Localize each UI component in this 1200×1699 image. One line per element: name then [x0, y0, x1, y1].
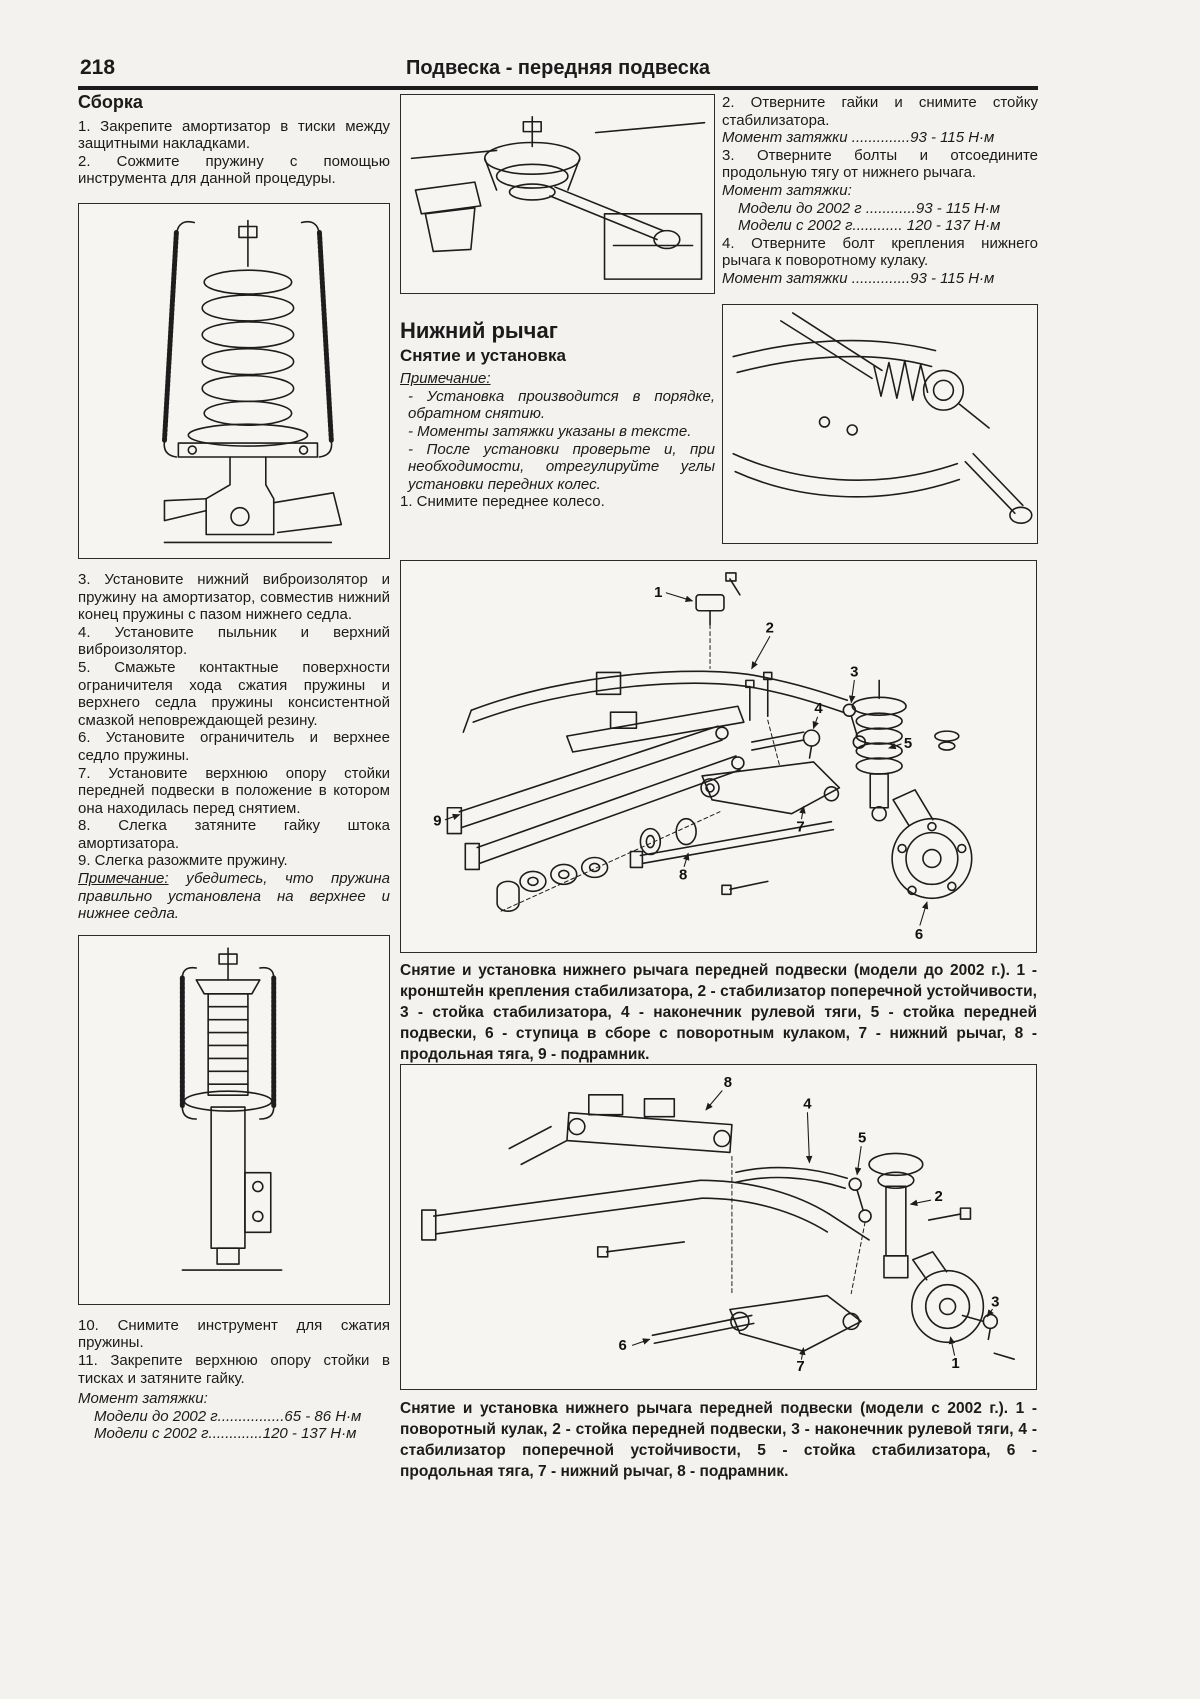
lower-arm-note-2: - Моменты затяжки указаны в тексте. — [408, 422, 692, 440]
middle-column: Нижний рычаг Снятие и установка Примечан… — [400, 94, 715, 511]
figure-shock-absorber — [78, 934, 390, 1305]
assembly-step-5: 5. Смажьте контактные поверхности ограни… — [78, 658, 390, 729]
figure-label: 1 — [951, 1356, 959, 1372]
right-column: 2. Отверните гайки и снимите стойку стаб… — [722, 94, 1038, 544]
assembly-heading: Сборка — [78, 92, 143, 112]
figure-label: 5 — [858, 1131, 866, 1147]
lower-arm-step-3: 3. Отверните болты и отсоедините продоль… — [722, 146, 1038, 182]
lower-arm-note-label: Примечание: — [400, 370, 491, 388]
assembly-step-11: 11. Закрепите верхнюю опору стойки в тис… — [78, 1352, 390, 1387]
assembly-step-4: 4. Установите пыльник и верхний виброизо… — [78, 623, 390, 659]
figure-label: 4 — [814, 700, 823, 717]
figure-label: 8 — [724, 1075, 732, 1091]
page-number: 218 — [80, 56, 116, 79]
lower-arm-note-3: - После установки проверьте и, при необх… — [408, 440, 715, 493]
lower-arm-torque-2: Момент затяжки ..............93 - 115 Н·… — [722, 129, 995, 147]
exploded-diagram-post2002: 1 2 3 4 5 6 7 8 — [421, 1075, 1015, 1375]
lower-arm-step-2: 2. Отверните гайки и снимите стойку стаб… — [722, 94, 1038, 129]
exploded-diagram-pre2002: 1 2 3 4 5 6 7 8 9 — [433, 572, 973, 943]
assembly-step-2: 2. Сожмите пружину с помощью инструмента… — [78, 152, 390, 188]
drive-axle-illustration — [732, 311, 1033, 524]
lower-arm-step-4: 4. Отверните болт крепления нижнего рыча… — [722, 234, 1038, 270]
lower-arm-subheading: Снятие и установка — [400, 345, 566, 365]
lower-arm-torque-3-line-1: Модели до 2002 г ............93 - 115 Н·… — [738, 199, 1001, 217]
figure-label: 6 — [618, 1338, 626, 1354]
figure-label: 7 — [796, 819, 804, 836]
assembly-torque-line-1: Модели до 2002 г................65 - 86 … — [94, 1407, 362, 1425]
figure-label: 2 — [766, 620, 774, 637]
note-text: убедитесь, что пружина правильно установ… — [78, 870, 390, 923]
figure-label: 5 — [904, 735, 912, 752]
lower-arm-heading: Нижний рычаг — [400, 318, 558, 343]
figure-label: 8 — [679, 866, 687, 883]
assembly-step-9: 9. Слегка разожмите пружину. — [78, 852, 288, 870]
figure-label: 4 — [803, 1097, 812, 1113]
assembly-step-8: 8. Слегка затяните гайку штока амортизат… — [78, 817, 390, 852]
assembly-step-3: 3. Установите нижний виброизолятор и пру… — [78, 570, 390, 624]
note-label: Примечание: — [78, 870, 169, 888]
shock-absorber-illustration — [179, 947, 283, 1271]
assembly-torque-label: Момент затяжки: — [78, 1390, 208, 1408]
figure-exploded-post2002: 1 2 3 4 5 6 7 8 — [400, 1064, 1037, 1390]
assembly-step-10: 10. Снимите инструмент для сжатия пружин… — [78, 1316, 390, 1352]
lower-arm-note-1: - Установка производится в порядке, обра… — [408, 387, 715, 423]
assembly-step-1: 1. Закрепите амортизатор в тиски между з… — [78, 117, 390, 153]
assembly-torque-line-2: Модели с 2002 г.............120 - 137 Н·… — [94, 1425, 357, 1443]
figure-spring-compressor — [78, 202, 390, 559]
figure-label: 9 — [433, 813, 441, 830]
figure-label: 6 — [915, 926, 923, 943]
left-column: Сборка 1. Закрепите амортизатор в тиски … — [78, 92, 390, 1443]
header-rule — [78, 86, 1038, 90]
figure-label: 3 — [991, 1295, 999, 1311]
spring-compressor-illustration — [161, 219, 343, 544]
caption-pre2002: Снятие и установка нижнего рычага передн… — [400, 962, 1037, 1063]
figure-exploded-pre2002: 1 2 3 4 5 6 7 8 9 — [400, 560, 1037, 953]
lower-arm-torque-3-line-2: Модели с 2002 г............ 120 - 137 Н·… — [738, 217, 1001, 235]
lower-arm-step-1: 1. Снимите переднее колесо. — [400, 493, 605, 511]
assembly-note: Примечание: убедитесь, что пружина прави… — [78, 870, 390, 923]
figure-drive-axle — [722, 303, 1038, 544]
lower-arm-torque-4: Момент затяжки ..............93 - 115 Н·… — [722, 269, 995, 287]
figure-label: 2 — [934, 1189, 942, 1205]
page-header: 218 Подвеска - передняя подвеска — [78, 54, 1038, 82]
figure-label: 1 — [654, 584, 662, 601]
figure-strut-in-vise — [400, 94, 715, 294]
caption-post2002: Снятие и установка нижнего рычага передн… — [400, 1400, 1037, 1480]
figure-label: 3 — [850, 663, 858, 680]
assembly-step-7: 7. Установите верхнюю опору стойки перед… — [78, 764, 390, 817]
strut-in-vise-illustration — [410, 115, 706, 280]
lower-arm-torque-3-label: Момент затяжки: — [722, 181, 852, 199]
assembly-step-6: 6. Установите ограничитель и верхнее сед… — [78, 729, 390, 764]
page-title: Подвеска - передняя подвеска — [405, 57, 711, 79]
figure-label: 7 — [796, 1359, 804, 1375]
